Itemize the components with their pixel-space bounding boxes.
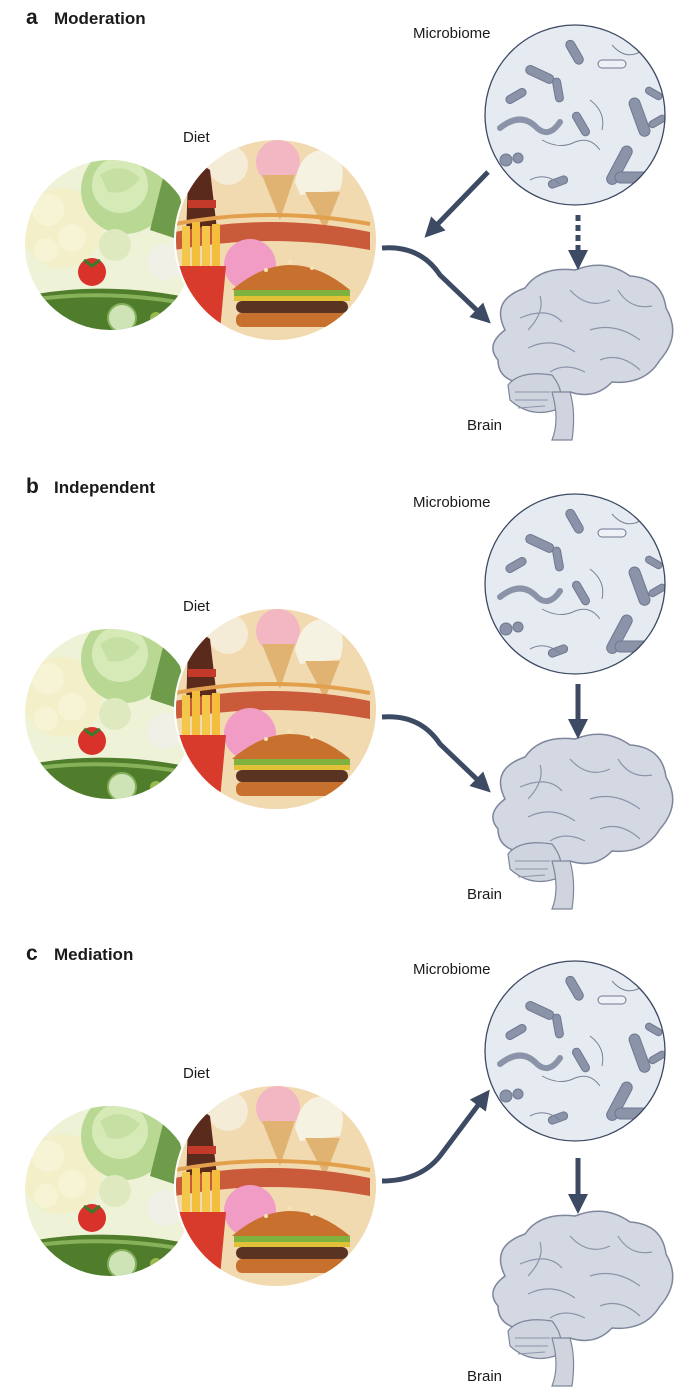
brain-image	[492, 1210, 674, 1387]
junk-food-image	[170, 1081, 380, 1291]
panel-title: Moderation	[54, 9, 146, 28]
brain-image	[492, 264, 674, 441]
diet-label: Diet	[183, 598, 210, 615]
panel-moderation: a Moderation Diet Microbiome Brain	[0, 0, 693, 460]
diet-label: Diet	[183, 129, 210, 146]
junk-food-image	[170, 604, 380, 814]
panel-letter: b	[26, 475, 39, 498]
independent-diagram	[0, 469, 674, 910]
panel-letter: c	[26, 942, 38, 965]
junk-food-image	[170, 135, 380, 345]
diet-label: Diet	[183, 1065, 210, 1082]
panel-letter: a	[26, 6, 38, 29]
vegetables-image	[20, 1092, 200, 1286]
microbiome-label: Microbiome	[413, 961, 491, 978]
microbiome-to-diet-arrow	[424, 170, 490, 238]
microbiome-label: Microbiome	[413, 494, 491, 511]
brain-label: Brain	[467, 1368, 503, 1385]
diet-to-brain-arrow	[381, 245, 491, 324]
vegetables-image	[20, 615, 200, 809]
microbiome-label: Microbiome	[413, 25, 491, 42]
panel-mediation: c Mediation Diet Microbiome Brain	[0, 936, 693, 1396]
brain-label: Brain	[467, 886, 503, 903]
diet-to-brain-arrow	[381, 714, 491, 793]
panel-title: Independent	[54, 478, 156, 497]
mediation-diagram	[0, 936, 674, 1387]
microbiome-image	[485, 25, 667, 205]
microbiome-image	[485, 961, 667, 1141]
moderation-diagram	[0, 0, 674, 441]
panel-independent: b Independent Diet Microbiome Brain	[0, 469, 693, 929]
microbiome-image	[485, 494, 667, 674]
brain-label: Brain	[467, 417, 503, 434]
brain-image	[492, 733, 674, 910]
panel-title: Mediation	[54, 945, 134, 964]
vegetables-image	[20, 146, 200, 340]
diet-to-microbiome-arrow	[381, 1089, 490, 1184]
